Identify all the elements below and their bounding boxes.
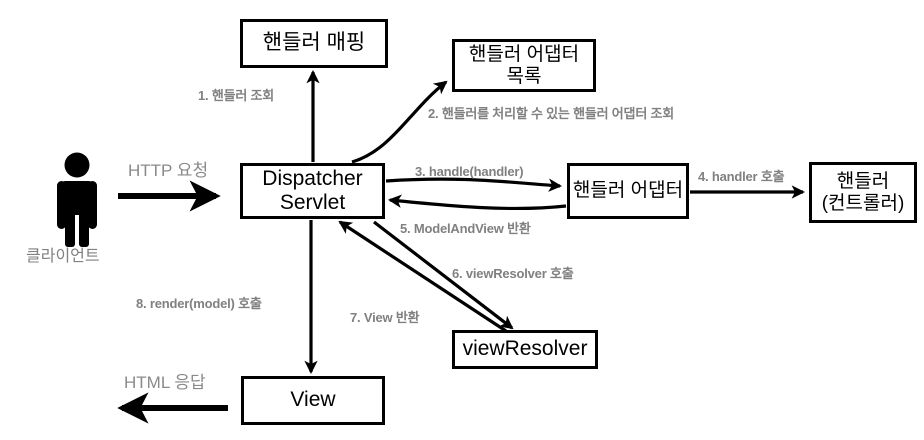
label-step-7: 7. View 반환 xyxy=(350,310,420,325)
arrow-step-2 xyxy=(351,80,448,164)
box-view-resolver[interactable]: viewResolver xyxy=(452,330,598,369)
box-handler-mapping-label: 핸들러 매핑 xyxy=(262,31,366,55)
label-step-3: 3. handle(handler) xyxy=(415,164,524,179)
box-dispatcher-servlet-label-2: Servlet xyxy=(279,191,346,214)
person-icon xyxy=(57,152,97,247)
box-view[interactable]: View xyxy=(241,376,385,425)
box-handler-adapter[interactable]: 핸들러 어댑터 xyxy=(567,163,689,219)
box-handler-mapping[interactable]: 핸들러 매핑 xyxy=(240,19,388,68)
label-step-1: 1. 핸들러 조회 xyxy=(198,88,275,103)
label-step-4: 4. handler 호출 xyxy=(698,169,785,184)
box-handler-adapter-list-label-2: 목록 xyxy=(506,65,542,87)
label-step-5: 5. ModelAndView 반환 xyxy=(400,221,531,236)
label-http-response: HTML 응답 xyxy=(124,373,206,392)
arrow-step-3 xyxy=(385,177,563,192)
box-handler-controller-label-2: (컨트롤러) xyxy=(821,192,905,214)
box-handler-controller-label-1: 핸들러 xyxy=(836,170,890,192)
box-handler-adapter-label: 핸들러 어댑터 xyxy=(572,180,684,202)
arrow-step-5 xyxy=(387,194,567,211)
label-http-request: HTTP 요청 xyxy=(128,161,209,180)
box-handler-controller[interactable]: 핸들러 (컨트롤러) xyxy=(809,162,917,223)
label-step-2: 2. 핸들러를 처리할 수 있는 핸들러 어댑터 조회 xyxy=(428,106,675,121)
box-dispatcher-servlet[interactable]: Dispatcher Servlet xyxy=(240,163,385,219)
box-handler-adapter-list[interactable]: 핸들러 어댑터 목록 xyxy=(452,39,596,92)
box-handler-adapter-list-label-1: 핸들러 어댑터 xyxy=(468,43,580,65)
label-step-8: 8. render(model) 호출 xyxy=(136,296,262,311)
client-actor-label: 클라이언트 xyxy=(26,248,100,265)
box-view-resolver-label: viewResolver xyxy=(462,337,588,361)
box-dispatcher-servlet-label-1: Dispatcher xyxy=(262,166,363,190)
box-view-label: View xyxy=(290,388,336,412)
label-step-6: 6. viewResolver 호출 xyxy=(452,266,574,281)
client-actor xyxy=(44,152,110,253)
